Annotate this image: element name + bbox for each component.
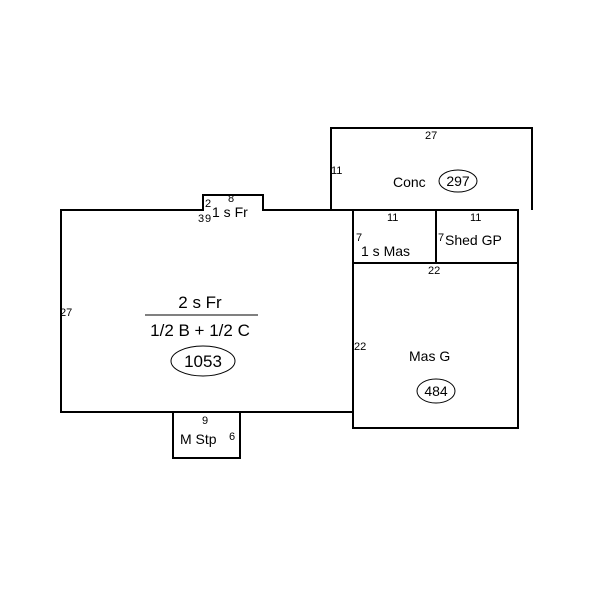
masonry-side-dimension: 7 bbox=[356, 232, 362, 244]
stoop-side-dimension: 6 bbox=[229, 431, 235, 443]
shed-side-dimension: 7 bbox=[438, 232, 444, 244]
concrete-side-dimension: 11 bbox=[331, 165, 342, 177]
stoop-label: M Stp bbox=[180, 431, 217, 447]
garage-area: 484 bbox=[424, 383, 448, 399]
masonry-label: 1 s Mas bbox=[361, 243, 410, 259]
garage-outline bbox=[352, 263, 519, 429]
porch-side-dimension: 3 bbox=[198, 213, 204, 225]
porch-top-dimension: 2 bbox=[205, 198, 211, 210]
porch-label: 1 s Fr bbox=[212, 204, 248, 220]
garage-top-dimension: 22 bbox=[428, 265, 440, 277]
concrete-outline bbox=[330, 127, 533, 210]
main-house-side-dimension: 27 bbox=[60, 307, 72, 319]
main-house-label: 2 s Fr bbox=[178, 293, 222, 312]
porch-side-dimension-2: 9 bbox=[205, 213, 211, 225]
main-house-area: 1053 bbox=[184, 352, 222, 371]
garage-label: Mas G bbox=[409, 348, 450, 364]
main-house-area-oval bbox=[170, 345, 236, 377]
concrete-top-dimension: 27 bbox=[425, 130, 437, 142]
garage-area-oval bbox=[416, 378, 456, 404]
porch-top-dimension-2: 8 bbox=[228, 193, 234, 205]
shed-label: Shed GP bbox=[445, 232, 502, 248]
shed-top-dimension: 11 bbox=[470, 212, 481, 224]
garage-side-dimension: 22 bbox=[354, 341, 366, 353]
main-house-sublabel: 1/2 B + 1/2 C bbox=[150, 321, 250, 340]
masonry-top-dimension: 11 bbox=[387, 212, 398, 224]
stoop-top-dimension: 9 bbox=[202, 415, 208, 427]
concrete-area: 297 bbox=[446, 173, 470, 189]
concrete-area-oval bbox=[438, 169, 478, 193]
concrete-label: Conc bbox=[393, 174, 426, 190]
main-house-outline bbox=[60, 194, 354, 413]
stoop-outline bbox=[172, 412, 241, 459]
